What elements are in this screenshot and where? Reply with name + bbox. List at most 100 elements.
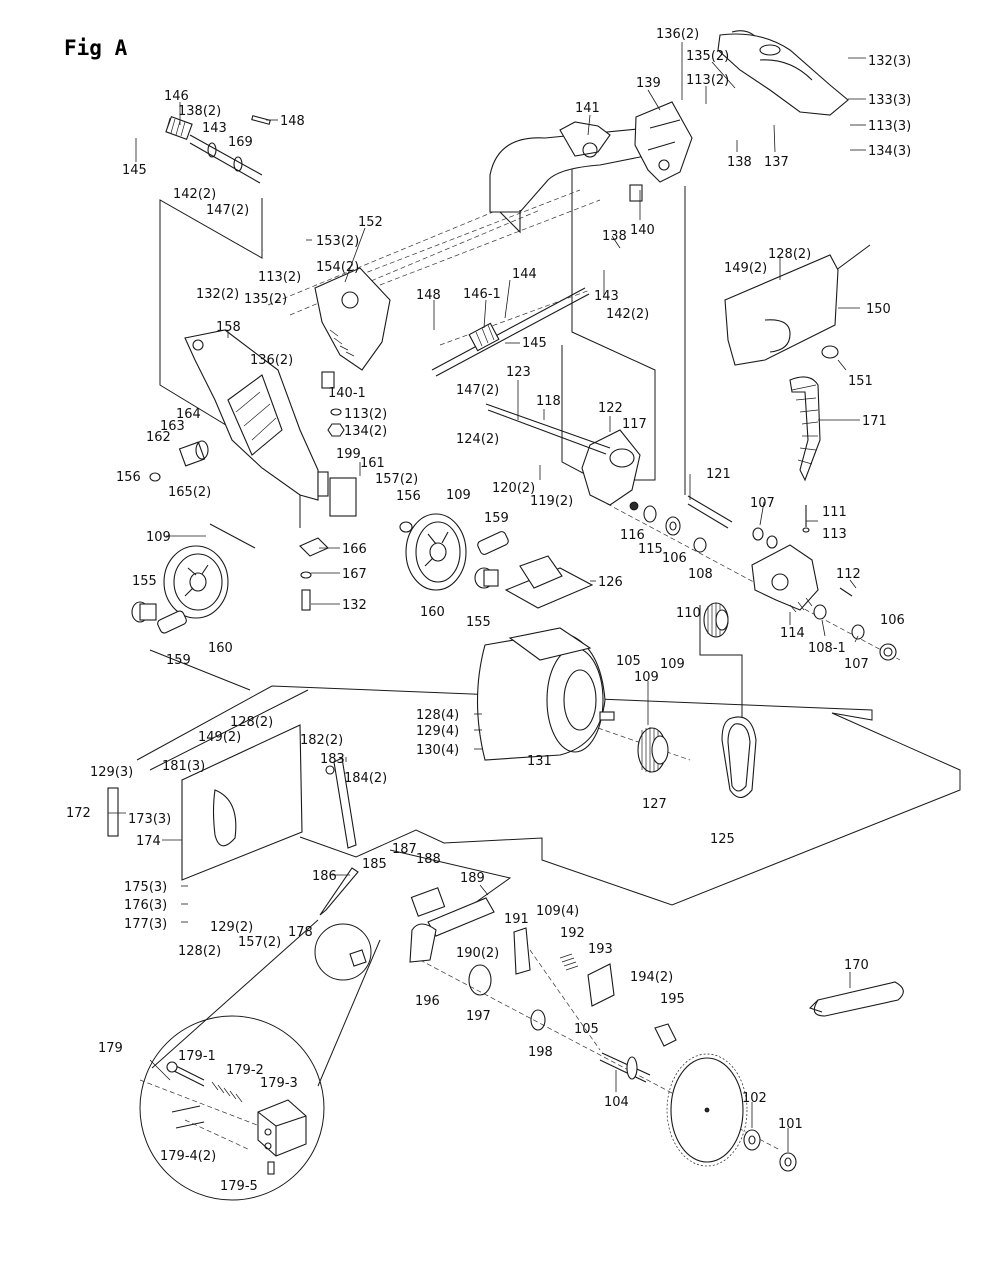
small-parts-left [149, 184, 643, 611]
segment-gear-part-152 [314, 267, 391, 371]
saw-blade [666, 1053, 748, 1167]
handwheel-part-160 [163, 513, 467, 619]
dust-hose-part-171 [789, 376, 821, 482]
callout-152: 152 [358, 215, 383, 230]
callout-132-2: 132(2) [196, 287, 239, 302]
callout-157-2-low: 157(2) [238, 935, 281, 950]
arbor-shaft-part-104 [599, 1052, 651, 1083]
callout-163: 163 [160, 419, 185, 434]
callout-138-2: 138(2) [178, 104, 221, 119]
yoke-part-133 [717, 30, 849, 116]
callout-142-2-mid: 142(2) [606, 307, 649, 322]
callout-129-4: 129(4) [416, 724, 459, 739]
pulley-part-110 [703, 602, 729, 638]
callout-107-right: 107 [844, 657, 869, 672]
callout-179-4-2: 179-4(2) [160, 1149, 216, 1164]
callout-135-2: 135(2) [686, 49, 729, 64]
callout-155: 155 [466, 615, 491, 630]
callout-179-5: 179-5 [220, 1179, 258, 1194]
callout-108: 108 [688, 567, 713, 582]
callout-107: 107 [750, 496, 775, 511]
callout-149-2-mid: 149(2) [198, 730, 241, 745]
callout-106-right: 106 [880, 613, 905, 628]
callout-192: 192 [560, 926, 585, 941]
callout-172: 172 [66, 806, 91, 821]
callout-151: 151 [848, 374, 873, 389]
callout-124-2: 124(2) [456, 432, 499, 447]
callout-171: 171 [862, 414, 887, 429]
callout-140: 140 [630, 223, 655, 238]
callout-131: 131 [527, 754, 552, 769]
callout-178: 178 [288, 925, 313, 940]
callout-128-4: 128(4) [416, 708, 459, 723]
callout-122: 122 [598, 401, 623, 416]
callout-193: 193 [588, 942, 613, 957]
callout-108-1: 108-1 [808, 641, 846, 656]
motor-part-131 [477, 627, 615, 761]
callout-195: 195 [660, 992, 685, 1007]
callout-118: 118 [536, 394, 561, 409]
callout-113-2: 113(2) [686, 73, 729, 88]
callout-130-4: 130(4) [416, 743, 459, 758]
callout-150: 150 [866, 302, 891, 317]
callout-161: 161 [360, 456, 385, 471]
callout-109-right: 109 [660, 657, 685, 672]
callout-146: 146 [164, 89, 189, 104]
callout-137: 137 [764, 155, 789, 170]
callout-145-mid: 145 [522, 336, 547, 351]
callout-109-motor: 109 [634, 670, 659, 685]
trunnion-bracket-part-158 [184, 329, 319, 501]
callout-110: 110 [676, 606, 701, 621]
callout-165-2: 165(2) [168, 485, 211, 500]
callout-148: 148 [280, 114, 305, 129]
worm-shaft-part-146 [165, 115, 271, 184]
callout-155-left: 155 [132, 574, 157, 589]
callout-105: 105 [616, 654, 641, 669]
callout-116: 116 [620, 528, 645, 543]
assembly-lines [139, 189, 901, 1151]
callout-132-3: 132(3) [868, 54, 911, 69]
callout-117: 117 [622, 417, 647, 432]
callout-120-2: 120(2) [492, 481, 535, 496]
blade-guard-part-150 [724, 254, 839, 366]
motor-pulley-part-127 [637, 727, 669, 773]
callout-156-mid: 156 [396, 489, 421, 504]
callout-144: 144 [512, 267, 537, 282]
callout-126: 126 [598, 575, 623, 590]
blade-trunnion-part-114 [687, 495, 819, 613]
callout-128-2-mid: 128(2) [230, 715, 273, 730]
callout-199: 199 [336, 447, 361, 462]
callout-113-2-mid: 113(2) [344, 407, 387, 422]
callout-104: 104 [604, 1095, 629, 1110]
callout-196: 196 [415, 994, 440, 1009]
callout-113-2-left: 113(2) [258, 270, 301, 285]
callout-148-mid: 148 [416, 288, 441, 303]
callout-157-2: 157(2) [375, 472, 418, 487]
callout-132: 132 [342, 598, 367, 613]
callout-191: 191 [504, 912, 529, 927]
callout-133-3: 133(3) [868, 93, 911, 108]
callout-109-4: 109(4) [536, 904, 579, 919]
figure-title: Fig A [64, 36, 128, 60]
callout-166: 166 [342, 542, 367, 557]
callout-141: 141 [575, 101, 600, 116]
callout-159: 159 [484, 511, 509, 526]
callout-113-right: 113 [822, 527, 847, 542]
callout-136-2: 136(2) [656, 27, 699, 42]
callout-139: 139 [636, 76, 661, 91]
callout-138-mid: 138 [602, 229, 627, 244]
callout-167: 167 [342, 567, 367, 582]
callout-158: 158 [216, 320, 241, 335]
belt-part-125 [721, 716, 757, 799]
callout-159-left: 159 [166, 653, 191, 668]
callout-181-3: 181(3) [162, 759, 205, 774]
callout-142-2: 142(2) [173, 187, 216, 202]
handle-parts-155-159 [131, 531, 509, 634]
callout-170: 170 [844, 958, 869, 973]
callout-105-low: 105 [574, 1022, 599, 1037]
callout-154-2: 154(2) [316, 260, 359, 275]
callout-190-2: 190(2) [456, 946, 499, 961]
callout-111: 111 [822, 505, 847, 520]
callout-156: 156 [116, 470, 141, 485]
callout-112: 112 [836, 567, 861, 582]
